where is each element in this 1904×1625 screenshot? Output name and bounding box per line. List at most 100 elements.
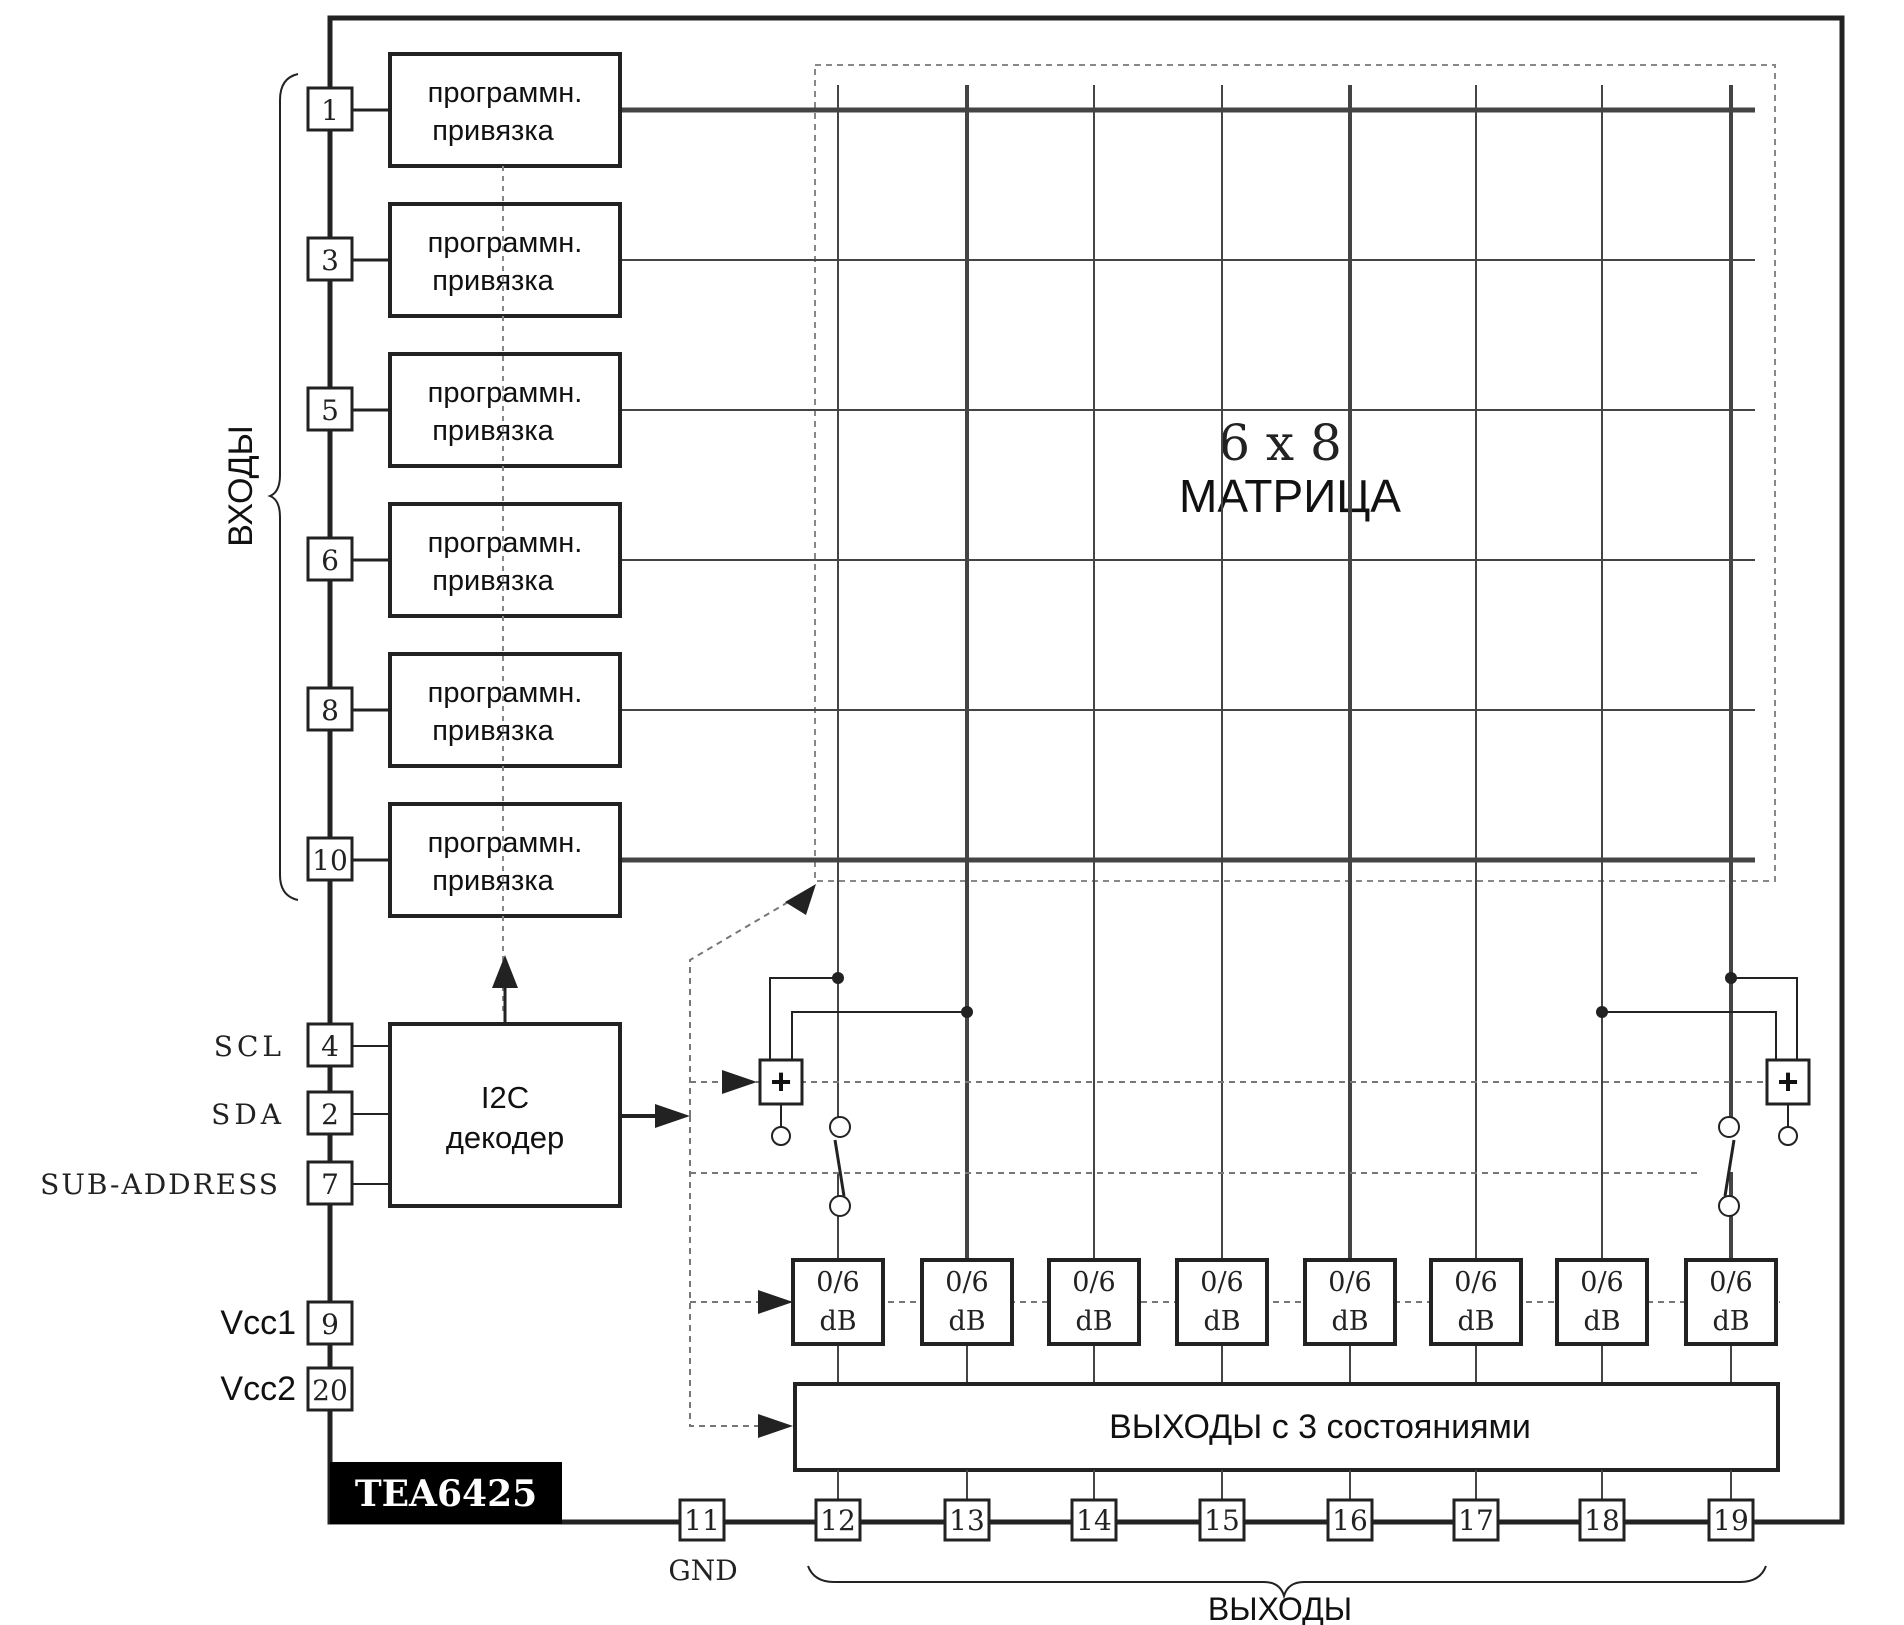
decoder-line-2: декодер [446, 1120, 564, 1155]
gain-label-line1: 0/6 [816, 1267, 859, 1298]
clamp-label-line1: программн. [428, 677, 583, 709]
control-pin-number: 2 [321, 1098, 339, 1131]
output-pin-number: 13 [949, 1504, 985, 1537]
left-adder-symbol: + [770, 1061, 791, 1102]
input-pins: 1 3 5 6 8 10 [306, 86, 390, 882]
clamp-block-2: программн. привязка [388, 202, 622, 318]
gain-label-line2: dB [1457, 1306, 1494, 1337]
sub-address-label: SUB-ADDRESS [40, 1168, 280, 1201]
clamp-label-line2: привязка [432, 865, 554, 897]
control-pin-7: 7 [306, 1160, 390, 1206]
input-pin-number: 3 [321, 244, 339, 277]
clamp-block-6: программн. привязка [388, 802, 622, 918]
inputs-group-label: ВХОДЫ [222, 425, 260, 547]
clamp-block-4: программн.привязка [388, 502, 622, 618]
gain-label-line2: dB [1712, 1306, 1749, 1337]
gain-block-1: 0/6 dB [791, 1258, 885, 1384]
gain-block-5: 0/6 dB [1303, 1258, 1397, 1384]
gnd-label: GND [668, 1554, 737, 1587]
input-pin-number: 1 [321, 94, 339, 127]
clamp-label-line2: привязка [432, 265, 554, 297]
gain-block-6: 0/6 dB [1429, 1258, 1523, 1384]
decoder-to-clamp-arrow [492, 955, 518, 988]
outputs-brace [807, 1565, 1767, 1600]
tristate-output-block [793, 1382, 1780, 1472]
output-pin-17: 17 [1452, 1470, 1500, 1542]
input-pin-10: 10 [306, 836, 390, 882]
scl-label: SCL [214, 1030, 285, 1063]
outputs-group-label: ВЫХОДЫ [1208, 1591, 1352, 1625]
clamp-block-1: программн.привязка [388, 52, 622, 168]
gain-label-line2: dB [819, 1306, 856, 1337]
right-adder: + [1596, 972, 1811, 1217]
output-pin-number: 18 [1584, 1504, 1620, 1537]
control-pin-2: 2 [306, 1090, 390, 1136]
output-pin-19: 19 [1707, 1470, 1755, 1542]
clamp-label-line2: привязка [432, 565, 554, 597]
input-pin-5: 5 [306, 386, 390, 432]
bus-to-tristate-arrow [758, 1414, 793, 1438]
bus-to-left-adder-arrow [722, 1070, 757, 1094]
gain-block-3: 0/6 dB [1047, 1258, 1141, 1384]
sda-label: SDA [211, 1098, 285, 1131]
power-pin-number: 20 [312, 1374, 348, 1407]
gain-label-line1: 0/6 [1200, 1267, 1243, 1298]
input-pin-6: 6 [306, 536, 390, 582]
input-pin-1: 1 [306, 86, 390, 132]
gnd-pin-box [678, 1498, 726, 1542]
power-pin-9: 9 [306, 1300, 354, 1346]
gain-label-line2: dB [1331, 1306, 1368, 1337]
gain-label-line1: 0/6 [1580, 1267, 1623, 1298]
right-adder-symbol: + [1777, 1061, 1798, 1102]
input-pin-number: 5 [321, 394, 339, 427]
output-pin-18: 18 [1578, 1470, 1626, 1542]
matrix-size: 6 x 8 [1218, 414, 1342, 472]
input-pin-8: 8 [306, 686, 390, 732]
output-pin-number: 12 [820, 1504, 856, 1537]
input-pin-number: 8 [321, 694, 339, 727]
input-pin-number: 6 [321, 544, 339, 577]
clamp-label-line2: привязка [432, 715, 554, 747]
inputs-brace [267, 73, 299, 901]
vcc2-label: Vcc2 [220, 1370, 296, 1408]
gain-block-2: 0/6dB [920, 1258, 1014, 1384]
clamp-label-line2: привязка [432, 415, 554, 447]
input-pin-number: 10 [312, 844, 348, 877]
input-pin-3: 3 [306, 236, 390, 282]
power-pin-20: 20 [306, 1366, 354, 1412]
gain-label-line1: 0/6 [945, 1267, 988, 1298]
gain-label-line1: 0/6 [1709, 1267, 1752, 1298]
output-pin-14: 14 [1070, 1470, 1118, 1542]
output-pin-number: 16 [1332, 1504, 1368, 1537]
output-pin-number: 15 [1204, 1504, 1240, 1537]
gain-block-4: 0/6dB [1175, 1258, 1269, 1384]
gain-label-line1: 0/6 [1454, 1267, 1497, 1298]
clamp-label-line1: программн. [428, 227, 583, 259]
chip-label-box [330, 1462, 562, 1524]
output-pin-15: 15 [1198, 1470, 1246, 1542]
vcc1-label: Vcc1 [220, 1304, 296, 1342]
gain-block-7: 0/6dB [1555, 1258, 1649, 1384]
output-pin-number: 14 [1076, 1504, 1112, 1537]
output-pin-16: 16 [1326, 1470, 1374, 1542]
output-pin-number: 19 [1713, 1504, 1749, 1537]
control-pin-number: 4 [321, 1030, 339, 1063]
bus-to-gain-arrow [758, 1290, 793, 1314]
matrix-output-lines [837, 85, 1733, 1262]
clamp-label-line2: привязка [432, 115, 554, 147]
clamp-label-line1: программн. [428, 827, 583, 859]
clamp-blocks: программн. привязка программн. привязка прог… [388, 52, 622, 918]
matrix-name: МАТРИЦА [1179, 470, 1401, 522]
gain-label-line1: 0/6 [1328, 1267, 1371, 1298]
control-pin-4: 4 [306, 1022, 390, 1068]
i2c-decoder-block [388, 1022, 622, 1208]
control-pin-number: 7 [321, 1168, 339, 1201]
left-adder: + [758, 972, 973, 1217]
gain-label-line1: 0/6 [1072, 1267, 1115, 1298]
clamp-block-5: программн. привязка [388, 652, 622, 768]
decoder-output-arrow [655, 1104, 690, 1128]
output-pin-12: 12 [814, 1470, 862, 1542]
gain-label-line2: dB [1075, 1306, 1112, 1337]
